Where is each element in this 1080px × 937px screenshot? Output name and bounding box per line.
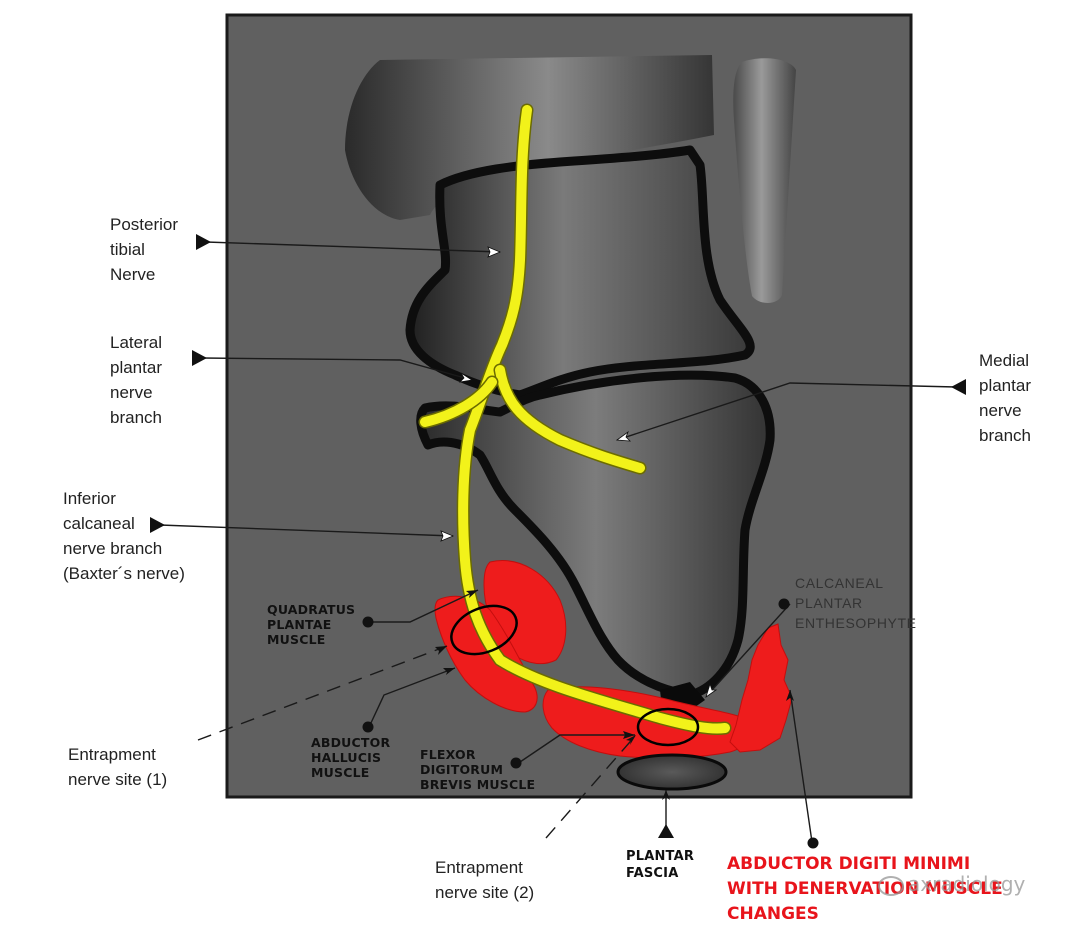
arrowhead-abductor-hallucis bbox=[443, 668, 455, 675]
plantar-fascia-shape bbox=[616, 753, 728, 791]
label-line: ABDUCTOR bbox=[311, 735, 391, 750]
label-lateral-plantar-nerve-branch: Lateral plantar nerve branch bbox=[110, 330, 162, 430]
label-line: CALCANEAL bbox=[795, 575, 884, 591]
label-line: Entrapment bbox=[435, 858, 523, 877]
leader-abductor-digiti-minimi bbox=[789, 689, 813, 843]
label-line: QUADRATUS bbox=[267, 602, 356, 617]
label-line: MUSCLE bbox=[311, 765, 370, 780]
label-line: Inferior bbox=[63, 489, 116, 508]
label-line: branch bbox=[110, 408, 162, 427]
fibula-bone bbox=[733, 58, 796, 304]
label-plantar-fascia: PLANTAR FASCIA bbox=[626, 848, 694, 882]
nerve-lateral-branch bbox=[420, 377, 497, 427]
label-line: Posterior bbox=[110, 215, 179, 234]
label-abductor-hallucis-muscle: ABDUCTOR HALLUCIS MUSCLE bbox=[311, 735, 390, 780]
abductor-digiti-minimi-muscle bbox=[729, 623, 793, 753]
marker-plantar-fascia bbox=[658, 824, 674, 838]
arrowhead-posterior-tibial bbox=[487, 246, 502, 258]
label-line: DIGITORUM bbox=[420, 762, 504, 777]
label-line: PLANTAR bbox=[626, 849, 695, 864]
arrowhead-plantar-fascia bbox=[662, 790, 670, 800]
label-line: nerve site (1) bbox=[68, 770, 168, 789]
label-line: Medial bbox=[979, 351, 1030, 370]
marker-medial-plantar bbox=[951, 379, 966, 395]
label-line: branch bbox=[979, 426, 1031, 445]
arrowhead-inferior-calcaneal bbox=[440, 530, 455, 542]
label-line: Entrapment bbox=[68, 745, 156, 764]
watermark: axradiology bbox=[878, 872, 1025, 896]
abductor-hallucis-muscle bbox=[434, 595, 538, 713]
label-entrapment-nerve-site-1: Entrapment nerve site (1) bbox=[68, 742, 167, 792]
label-posterior-tibial-nerve: Posterior tibial Nerve bbox=[110, 212, 178, 287]
label-line: nerve site (2) bbox=[435, 883, 535, 902]
leader-medial-plantar bbox=[616, 382, 957, 441]
arrowhead-entrapment-1 bbox=[435, 646, 447, 655]
label-flexor-digitorum-brevis-muscle: FLEXOR DIGITORUM BREVIS MUSCLE bbox=[420, 747, 535, 792]
arrowhead-calcaneal-enthesophyte bbox=[705, 682, 718, 698]
label-line: nerve bbox=[110, 383, 153, 402]
label-line: CHANGES bbox=[727, 904, 819, 924]
entrapment-ring-1 bbox=[450, 604, 518, 656]
marker-inferior-calcaneal bbox=[150, 517, 165, 533]
label-line: MUSCLE bbox=[267, 632, 326, 647]
label-calcaneal-plantar-enthesophyte: CALCANEAL PLANTAR ENTHESOPHYTE bbox=[795, 573, 917, 633]
marker-abductor-hallucis bbox=[362, 721, 374, 733]
label-line: plantar bbox=[110, 358, 162, 377]
label-line: (Baxter´s nerve) bbox=[63, 564, 185, 583]
leader-abductor-hallucis bbox=[369, 667, 456, 726]
nerve-medial-branch bbox=[495, 365, 645, 473]
leader-posterior-tibial bbox=[205, 241, 501, 253]
label-inferior-calcaneal-nerve-branch: Inferior calcaneal nerve branch (Baxter´… bbox=[63, 486, 185, 586]
watermark-icon bbox=[878, 875, 904, 896]
label-line: Nerve bbox=[110, 265, 156, 284]
label-line: FLEXOR bbox=[420, 747, 476, 762]
arrowhead-lateral-plantar bbox=[458, 372, 474, 383]
marker-lateral-plantar bbox=[192, 350, 207, 366]
leader-lateral-plantar bbox=[201, 357, 473, 381]
leader-quadratus bbox=[370, 589, 479, 623]
watermark-text: axradiology bbox=[908, 872, 1026, 896]
leader-flexor-digitorum bbox=[519, 734, 635, 763]
label-line: plantar bbox=[979, 376, 1031, 395]
label-line: Lateral bbox=[110, 333, 162, 352]
label-quadratus-plantae-muscle: QUADRATUS PLANTAE MUSCLE bbox=[267, 602, 355, 647]
label-line: nerve branch bbox=[63, 539, 163, 558]
label-entrapment-nerve-site-2: Entrapment nerve site (2) bbox=[435, 855, 534, 905]
arrowhead-quadratus bbox=[466, 590, 478, 598]
arrowhead-abductor-digiti bbox=[786, 690, 794, 701]
marker-quadratus bbox=[362, 616, 374, 628]
marker-posterior-tibial bbox=[196, 234, 211, 250]
arrowhead-medial-plantar bbox=[615, 430, 632, 442]
label-line: HALLUCIS bbox=[311, 750, 382, 765]
label-line: tibial bbox=[110, 240, 145, 259]
marker-calcaneal bbox=[778, 598, 790, 610]
marker-abductor-digiti bbox=[807, 837, 819, 849]
talus-bone bbox=[405, 145, 755, 400]
label-line: PLANTAE bbox=[267, 617, 332, 632]
label-abductor-digiti-minimi: ABDUCTOR DIGITI MINIMI WITH DENERVATION … bbox=[727, 852, 1003, 927]
leader-calcaneal-enthesophyte bbox=[711, 603, 791, 691]
arrowhead-flexor bbox=[623, 731, 635, 739]
label-line: ABDUCTOR DIGITI MINIMI bbox=[727, 854, 971, 874]
label-line: FASCIA bbox=[626, 866, 679, 881]
label-line: ENTHESOPHYTE bbox=[795, 615, 917, 631]
label-line: PLANTAR bbox=[795, 595, 863, 611]
label-medial-plantar-nerve-branch: Medial plantar nerve branch bbox=[979, 348, 1031, 448]
arrowhead-entrapment-2 bbox=[626, 735, 636, 745]
label-line: calcaneal bbox=[63, 514, 135, 533]
marker-flexor bbox=[510, 757, 522, 769]
label-line: BREVIS MUSCLE bbox=[420, 777, 536, 792]
entrapment-ring-2 bbox=[636, 707, 700, 747]
label-line: nerve bbox=[979, 401, 1022, 420]
leader-inferior-calcaneal bbox=[159, 524, 454, 537]
nerve-main bbox=[458, 105, 730, 734]
